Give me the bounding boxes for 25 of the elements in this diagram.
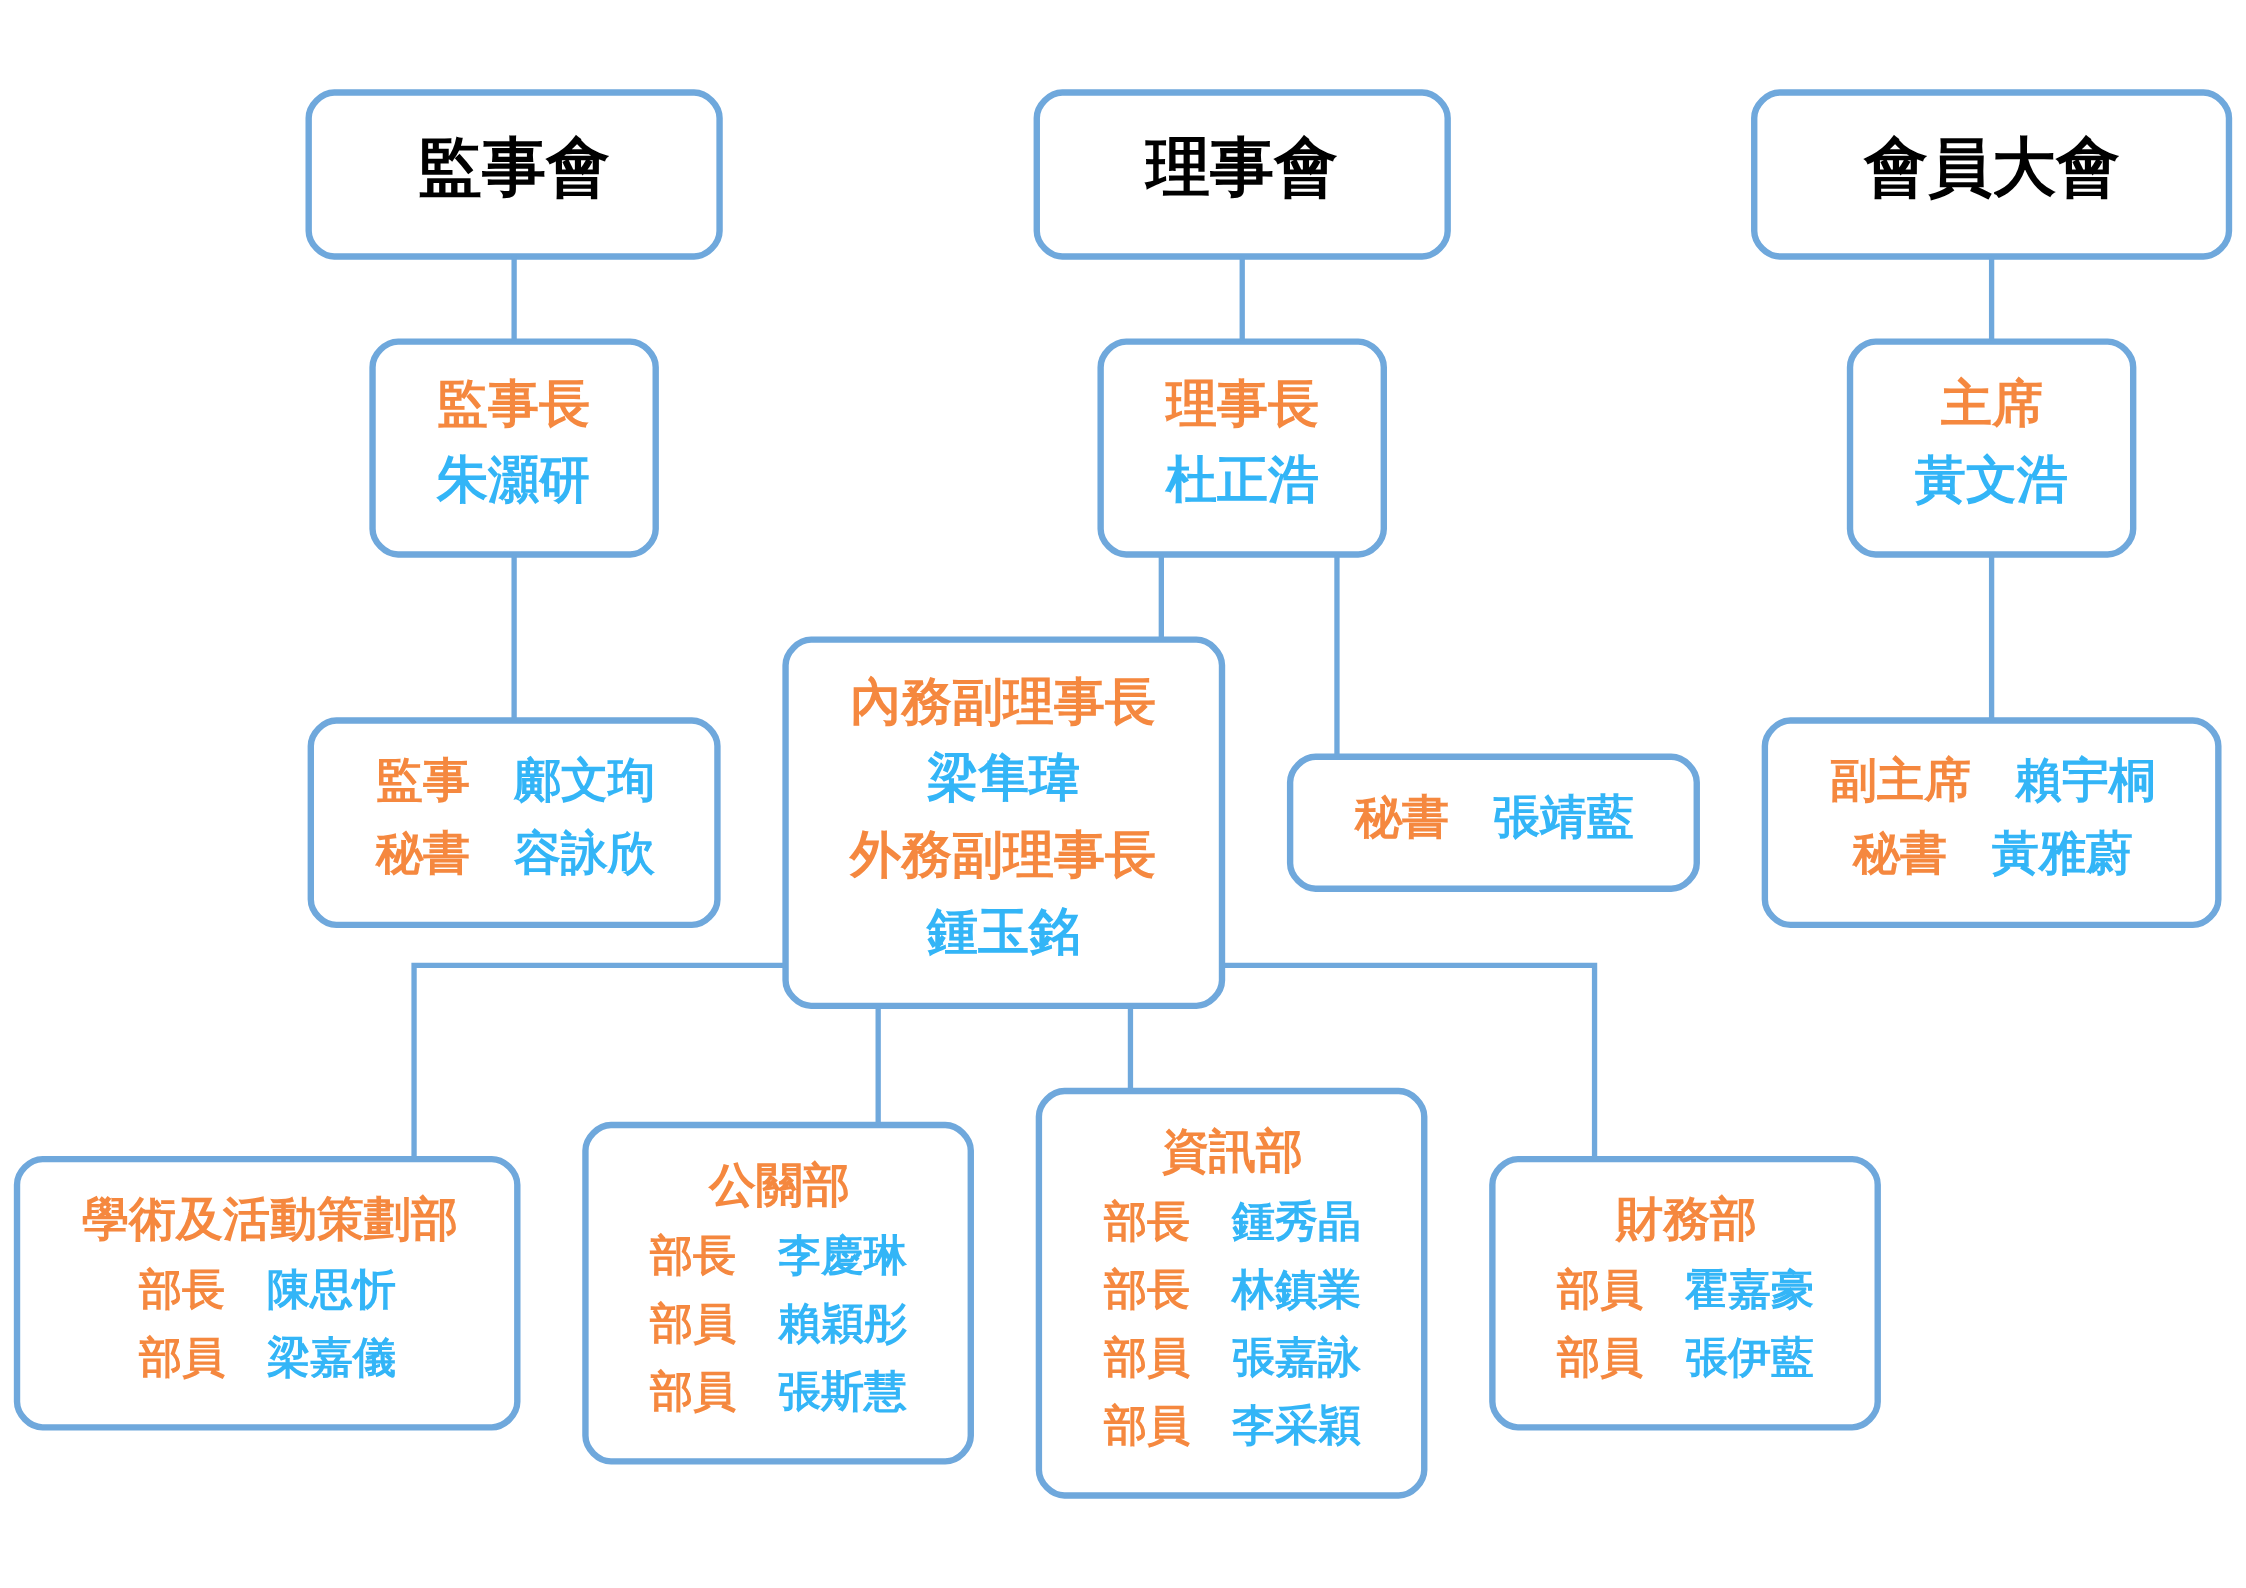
connector bbox=[1334, 555, 1340, 757]
node-box: 資訊部 部長 鍾秀晶 部長 林鎮業 部員 張嘉詠 部員 李采穎 bbox=[1035, 1087, 1428, 1499]
connector bbox=[511, 256, 517, 341]
connector bbox=[875, 1006, 881, 1125]
connector bbox=[1988, 256, 1995, 341]
node-box: 理事會 bbox=[1033, 89, 1451, 260]
connector bbox=[511, 555, 517, 721]
node-box: 公關部 部長 李慶琳 部員 賴穎彤 部員 張斯慧 bbox=[582, 1121, 974, 1465]
node-box: 監事會 bbox=[305, 89, 723, 260]
node-box: 學術及活動策劃部 部長 陳思忻 部員 梁嘉儀 bbox=[13, 1155, 521, 1431]
connector bbox=[1158, 555, 1164, 640]
connector bbox=[1988, 555, 1995, 721]
node-box: 副主席 賴宇桐 秘書 黃雅蔚 bbox=[1761, 717, 2222, 929]
connector bbox=[1222, 962, 1598, 1159]
connector bbox=[411, 962, 786, 1159]
node-box: 監事 鄺文珣 秘書 容詠欣 bbox=[307, 717, 721, 929]
node-box: 財務部 部員 霍嘉豪 部員 張伊藍 bbox=[1489, 1155, 1881, 1431]
node-box: 秘書 張靖藍 bbox=[1286, 753, 1700, 892]
node-box: 監事長 朱灝研 bbox=[369, 338, 659, 558]
node-box: 內務副理事長 梁隼瑋 外務副理事長 鍾玉銘 bbox=[782, 636, 1226, 1010]
node-box: 主席 黃文浩 bbox=[1846, 338, 2137, 558]
connector bbox=[1239, 256, 1245, 341]
node-box: 理事長 杜正浩 bbox=[1097, 338, 1387, 558]
node-box: 會員大會 bbox=[1751, 89, 2233, 260]
connector bbox=[1127, 1006, 1134, 1091]
